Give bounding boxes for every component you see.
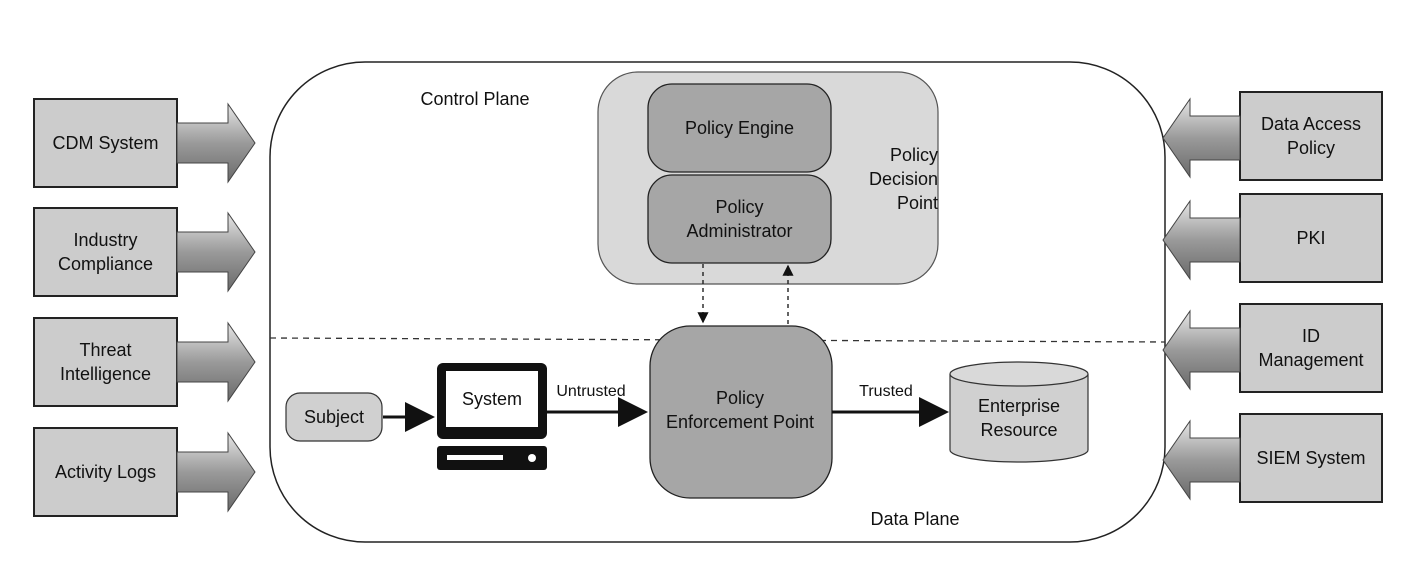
policy-administrator-label: Policy Administrator <box>686 197 793 241</box>
subject-label: Subject <box>303 407 365 427</box>
trusted-flow-label: Trusted <box>859 383 913 400</box>
siem-system-label: SIEM System <box>1256 448 1366 468</box>
pki-label: PKI <box>1296 228 1326 248</box>
cdm-system-label: CDM System <box>52 133 159 153</box>
control-plane-label: Control Plane <box>420 89 530 109</box>
policy-enforcement-point-label: Policy Enforcement Point <box>665 388 815 432</box>
policy-engine-label: Policy Engine <box>684 118 795 138</box>
enterprise-resource-cylinder <box>949 361 1089 463</box>
enterprise-resource-label: Enterprise Resource <box>977 396 1061 440</box>
activity-logs-label: Activity Logs <box>54 462 157 482</box>
policy-decision-point-label: Policy Decision Point <box>868 145 938 213</box>
system-label: System <box>461 389 522 409</box>
id-management-label: ID Management <box>1258 326 1364 370</box>
threat-intelligence-label: Threat Intelligence <box>59 340 152 384</box>
policy-administrator-box <box>647 174 832 264</box>
data-plane-label: Data Plane <box>870 509 960 529</box>
industry-compliance-label: Industry Compliance <box>57 230 154 274</box>
left-inputs <box>33 98 256 517</box>
untrusted-flow-label: Untrusted <box>556 383 626 400</box>
computer-icon <box>437 363 547 470</box>
right-inputs <box>1162 91 1383 503</box>
policy-engine-box <box>647 83 832 173</box>
subject-box <box>285 392 383 442</box>
data-access-policy-label: Data Access Policy <box>1260 114 1362 158</box>
